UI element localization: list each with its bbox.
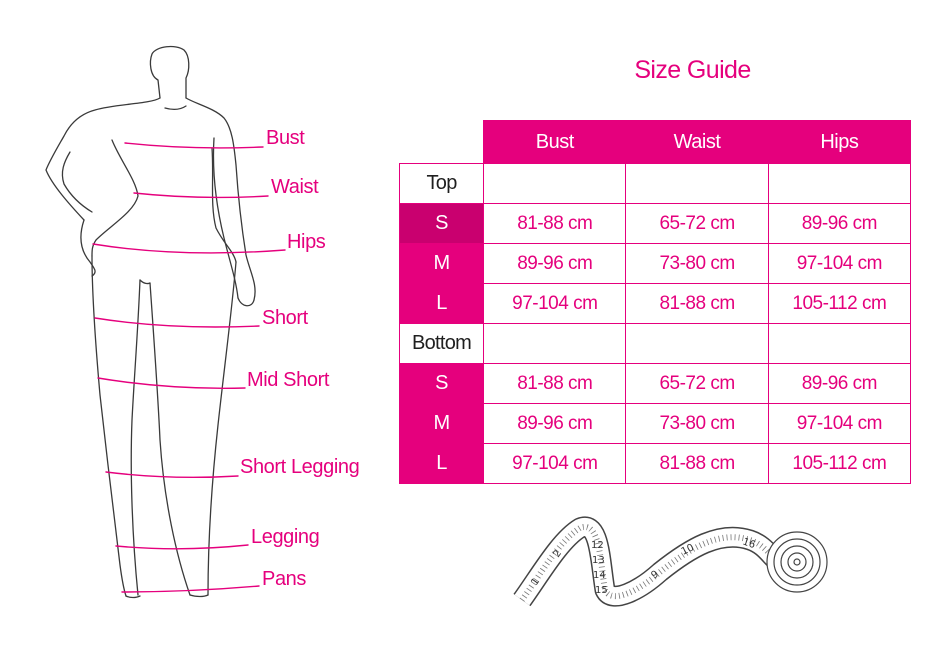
- mannequin-left-leg-outer: [91, 255, 127, 597]
- mannequin-left-inner-arm: [61, 151, 93, 213]
- table-row: M 89-96 cm 73-80 cm 97-104 cm: [398, 243, 912, 284]
- mannequin-right-leg-inner: [149, 282, 191, 596]
- waist-value: 73-80 cm: [625, 403, 769, 444]
- hips-value: 105-112 cm: [767, 443, 912, 484]
- mannequin-head: [149, 45, 190, 99]
- table-header-row: Bust Waist Hips: [400, 120, 912, 164]
- measurement-lines: [92, 142, 286, 593]
- tape-number: 2: [551, 548, 564, 560]
- tape-number: 12: [591, 540, 604, 551]
- table-row: S 81-88 cm 65-72 cm 89-96 cm: [398, 363, 912, 404]
- tape-number: 1: [529, 576, 542, 588]
- pans-label: Pans: [262, 568, 306, 590]
- table-corner: [400, 121, 484, 164]
- hips-value: 97-104 cm: [767, 243, 912, 284]
- waist-value: 73-80 cm: [625, 243, 769, 284]
- hips-value: 89-96 cm: [767, 363, 912, 404]
- bust-value: 89-96 cm: [483, 243, 627, 284]
- waist-value: 65-72 cm: [625, 363, 769, 404]
- pans-measure-line: [121, 585, 260, 593]
- empty-cell: [625, 163, 769, 204]
- bust-value: 81-88 cm: [483, 203, 627, 244]
- waist-value: 65-72 cm: [625, 203, 769, 244]
- mid-short-label: Mid Short: [247, 369, 329, 391]
- column-header-bust: Bust: [483, 120, 627, 164]
- tape-number: 16: [741, 536, 757, 551]
- mannequin-left-torso: [91, 139, 139, 257]
- short-measure-line: [94, 317, 260, 328]
- mannequin-left-shoulder-arm: [45, 97, 161, 221]
- mannequin-collarbone: [164, 105, 187, 110]
- mannequin-right-hand: [237, 297, 255, 307]
- size-label: S: [398, 203, 485, 244]
- tape-number: 13: [592, 555, 605, 566]
- group-row-top: Top: [398, 163, 912, 204]
- tape-number: 15: [595, 585, 608, 596]
- tape-number: 10: [680, 542, 696, 557]
- waist-value: 81-88 cm: [625, 283, 769, 324]
- size-table: Bust Waist Hips Top S 81-88 cm 65-72 cm …: [398, 120, 912, 484]
- tape-band: [513, 516, 785, 607]
- tape-number: 14: [593, 570, 606, 581]
- mannequin-right-inner-arm: [212, 137, 239, 299]
- hips-value: 89-96 cm: [767, 203, 912, 244]
- hips-measure-line: [92, 243, 286, 254]
- table-row: M 89-96 cm 73-80 cm 97-104 cm: [398, 403, 912, 444]
- table-row: L 97-104 cm 81-88 cm 105-112 cm: [398, 443, 912, 484]
- tape-number: 9: [649, 569, 661, 582]
- waist-value: 81-88 cm: [625, 443, 769, 484]
- column-header-hips: Hips: [767, 120, 912, 164]
- hips-label: Hips: [287, 231, 326, 253]
- size-label: L: [398, 283, 485, 324]
- mannequin-left-hand: [80, 219, 96, 277]
- mannequin-right-foot: [189, 594, 209, 598]
- bust-value: 81-88 cm: [483, 363, 627, 404]
- bust-value: 97-104 cm: [483, 443, 627, 484]
- size-label: L: [398, 443, 485, 484]
- mannequin-right-shoulder-arm: [185, 97, 256, 301]
- empty-cell: [483, 163, 627, 204]
- page-title: Size Guide: [634, 56, 751, 84]
- tape-coil: [766, 531, 828, 593]
- waist-measure-line: [133, 192, 269, 199]
- bust-value: 97-104 cm: [483, 283, 627, 324]
- mannequin-right-leg-outer: [207, 261, 237, 596]
- mid-short-measure-line: [97, 377, 246, 389]
- hips-value: 105-112 cm: [767, 283, 912, 324]
- mannequin-left-leg-inner: [130, 279, 141, 596]
- mannequin-right-torso: [211, 147, 237, 263]
- mannequin-illustration: [45, 45, 286, 599]
- bust-value: 89-96 cm: [483, 403, 627, 444]
- empty-cell: [767, 163, 912, 204]
- size-label: S: [398, 363, 485, 404]
- waist-label: Waist: [271, 176, 319, 198]
- bust-label: Bust: [266, 127, 305, 149]
- hips-value: 97-104 cm: [767, 403, 912, 444]
- short-legging-label: Short Legging: [240, 456, 360, 478]
- mannequin-crotch: [139, 279, 151, 285]
- group-label-top: Top: [398, 163, 485, 204]
- size-label: M: [398, 403, 485, 444]
- empty-cell: [625, 323, 769, 364]
- column-header-waist: Waist: [625, 120, 769, 164]
- empty-cell: [483, 323, 627, 364]
- legging-measure-line: [115, 544, 249, 550]
- legging-label: Legging: [251, 526, 320, 548]
- mannequin-outline: [45, 45, 256, 599]
- short-legging-measure-line: [105, 471, 239, 479]
- table-row: L 97-104 cm 81-88 cm 105-112 cm: [398, 283, 912, 324]
- short-label: Short: [262, 307, 308, 329]
- bust-measure-line: [124, 142, 264, 149]
- group-label-bottom: Bottom: [398, 323, 485, 364]
- empty-cell: [767, 323, 912, 364]
- group-row-bottom: Bottom: [398, 323, 912, 364]
- size-label: M: [398, 243, 485, 284]
- mannequin-left-foot: [125, 595, 141, 599]
- measuring-tape-illustration: 1 2 12 13 14 15 9 10 16: [513, 516, 828, 607]
- table-row: S 81-88 cm 65-72 cm 89-96 cm: [398, 203, 912, 244]
